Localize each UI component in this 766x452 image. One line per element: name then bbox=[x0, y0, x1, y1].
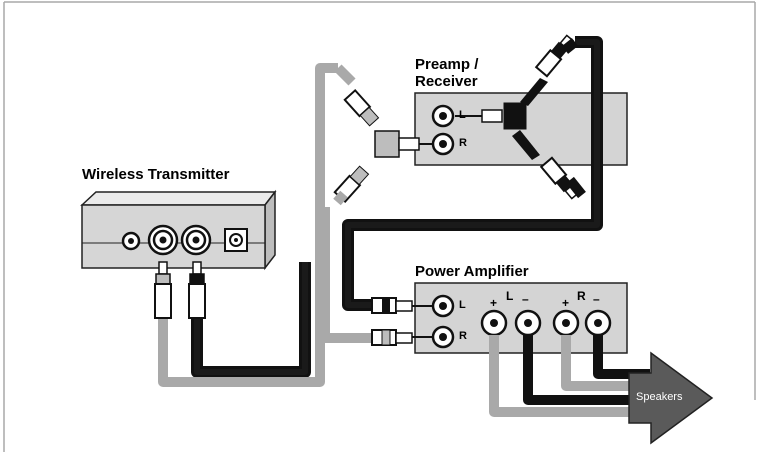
preamp-right-jack-label: R bbox=[459, 137, 467, 149]
terminal-right-minus: – bbox=[593, 292, 600, 306]
terminal-left-minus: – bbox=[522, 292, 529, 306]
black-cable-ends bbox=[561, 38, 586, 199]
terminal-right-plus: + bbox=[562, 296, 570, 310]
terminal-left-plus: + bbox=[490, 296, 498, 310]
frame-border bbox=[3, 1, 756, 452]
gray-cable-preamp-to-amp bbox=[320, 207, 372, 343]
amp-speaker-terminals bbox=[480, 309, 612, 337]
transmitter-label: Wireless Transmitter bbox=[82, 166, 230, 183]
black-cable-left-channel bbox=[191, 262, 311, 378]
preamp-left-jack bbox=[431, 104, 455, 128]
speaker-wires bbox=[489, 335, 650, 417]
amp-right-jack bbox=[431, 325, 455, 349]
amp-rca-plugs bbox=[371, 297, 433, 346]
amplifier-label: Power Amplifier bbox=[415, 263, 529, 280]
amp-left-jack-label: L bbox=[459, 299, 466, 311]
speakers-label: Speakers bbox=[636, 391, 683, 403]
gray-cable-right-channel bbox=[158, 63, 338, 387]
preamp-left-jack-label: L bbox=[459, 109, 466, 121]
preamp-label-line2: Receiver bbox=[415, 73, 478, 90]
preamp-right-jack bbox=[431, 132, 455, 156]
wireless-transmitter-box bbox=[80, 189, 277, 271]
black-cable-preamp-to-amp bbox=[342, 36, 603, 311]
terminal-right-label: R bbox=[577, 289, 586, 303]
black-y-splitter bbox=[455, 34, 579, 200]
amp-right-jack-label: R bbox=[459, 330, 467, 342]
preamp-label-line1: Preamp / bbox=[415, 56, 479, 73]
amp-left-jack bbox=[431, 294, 455, 318]
speakers-arrow bbox=[628, 351, 714, 445]
gray-y-splitter bbox=[333, 64, 433, 206]
transmitter-rca-plugs bbox=[154, 261, 206, 319]
terminal-left-label: L bbox=[506, 289, 514, 303]
